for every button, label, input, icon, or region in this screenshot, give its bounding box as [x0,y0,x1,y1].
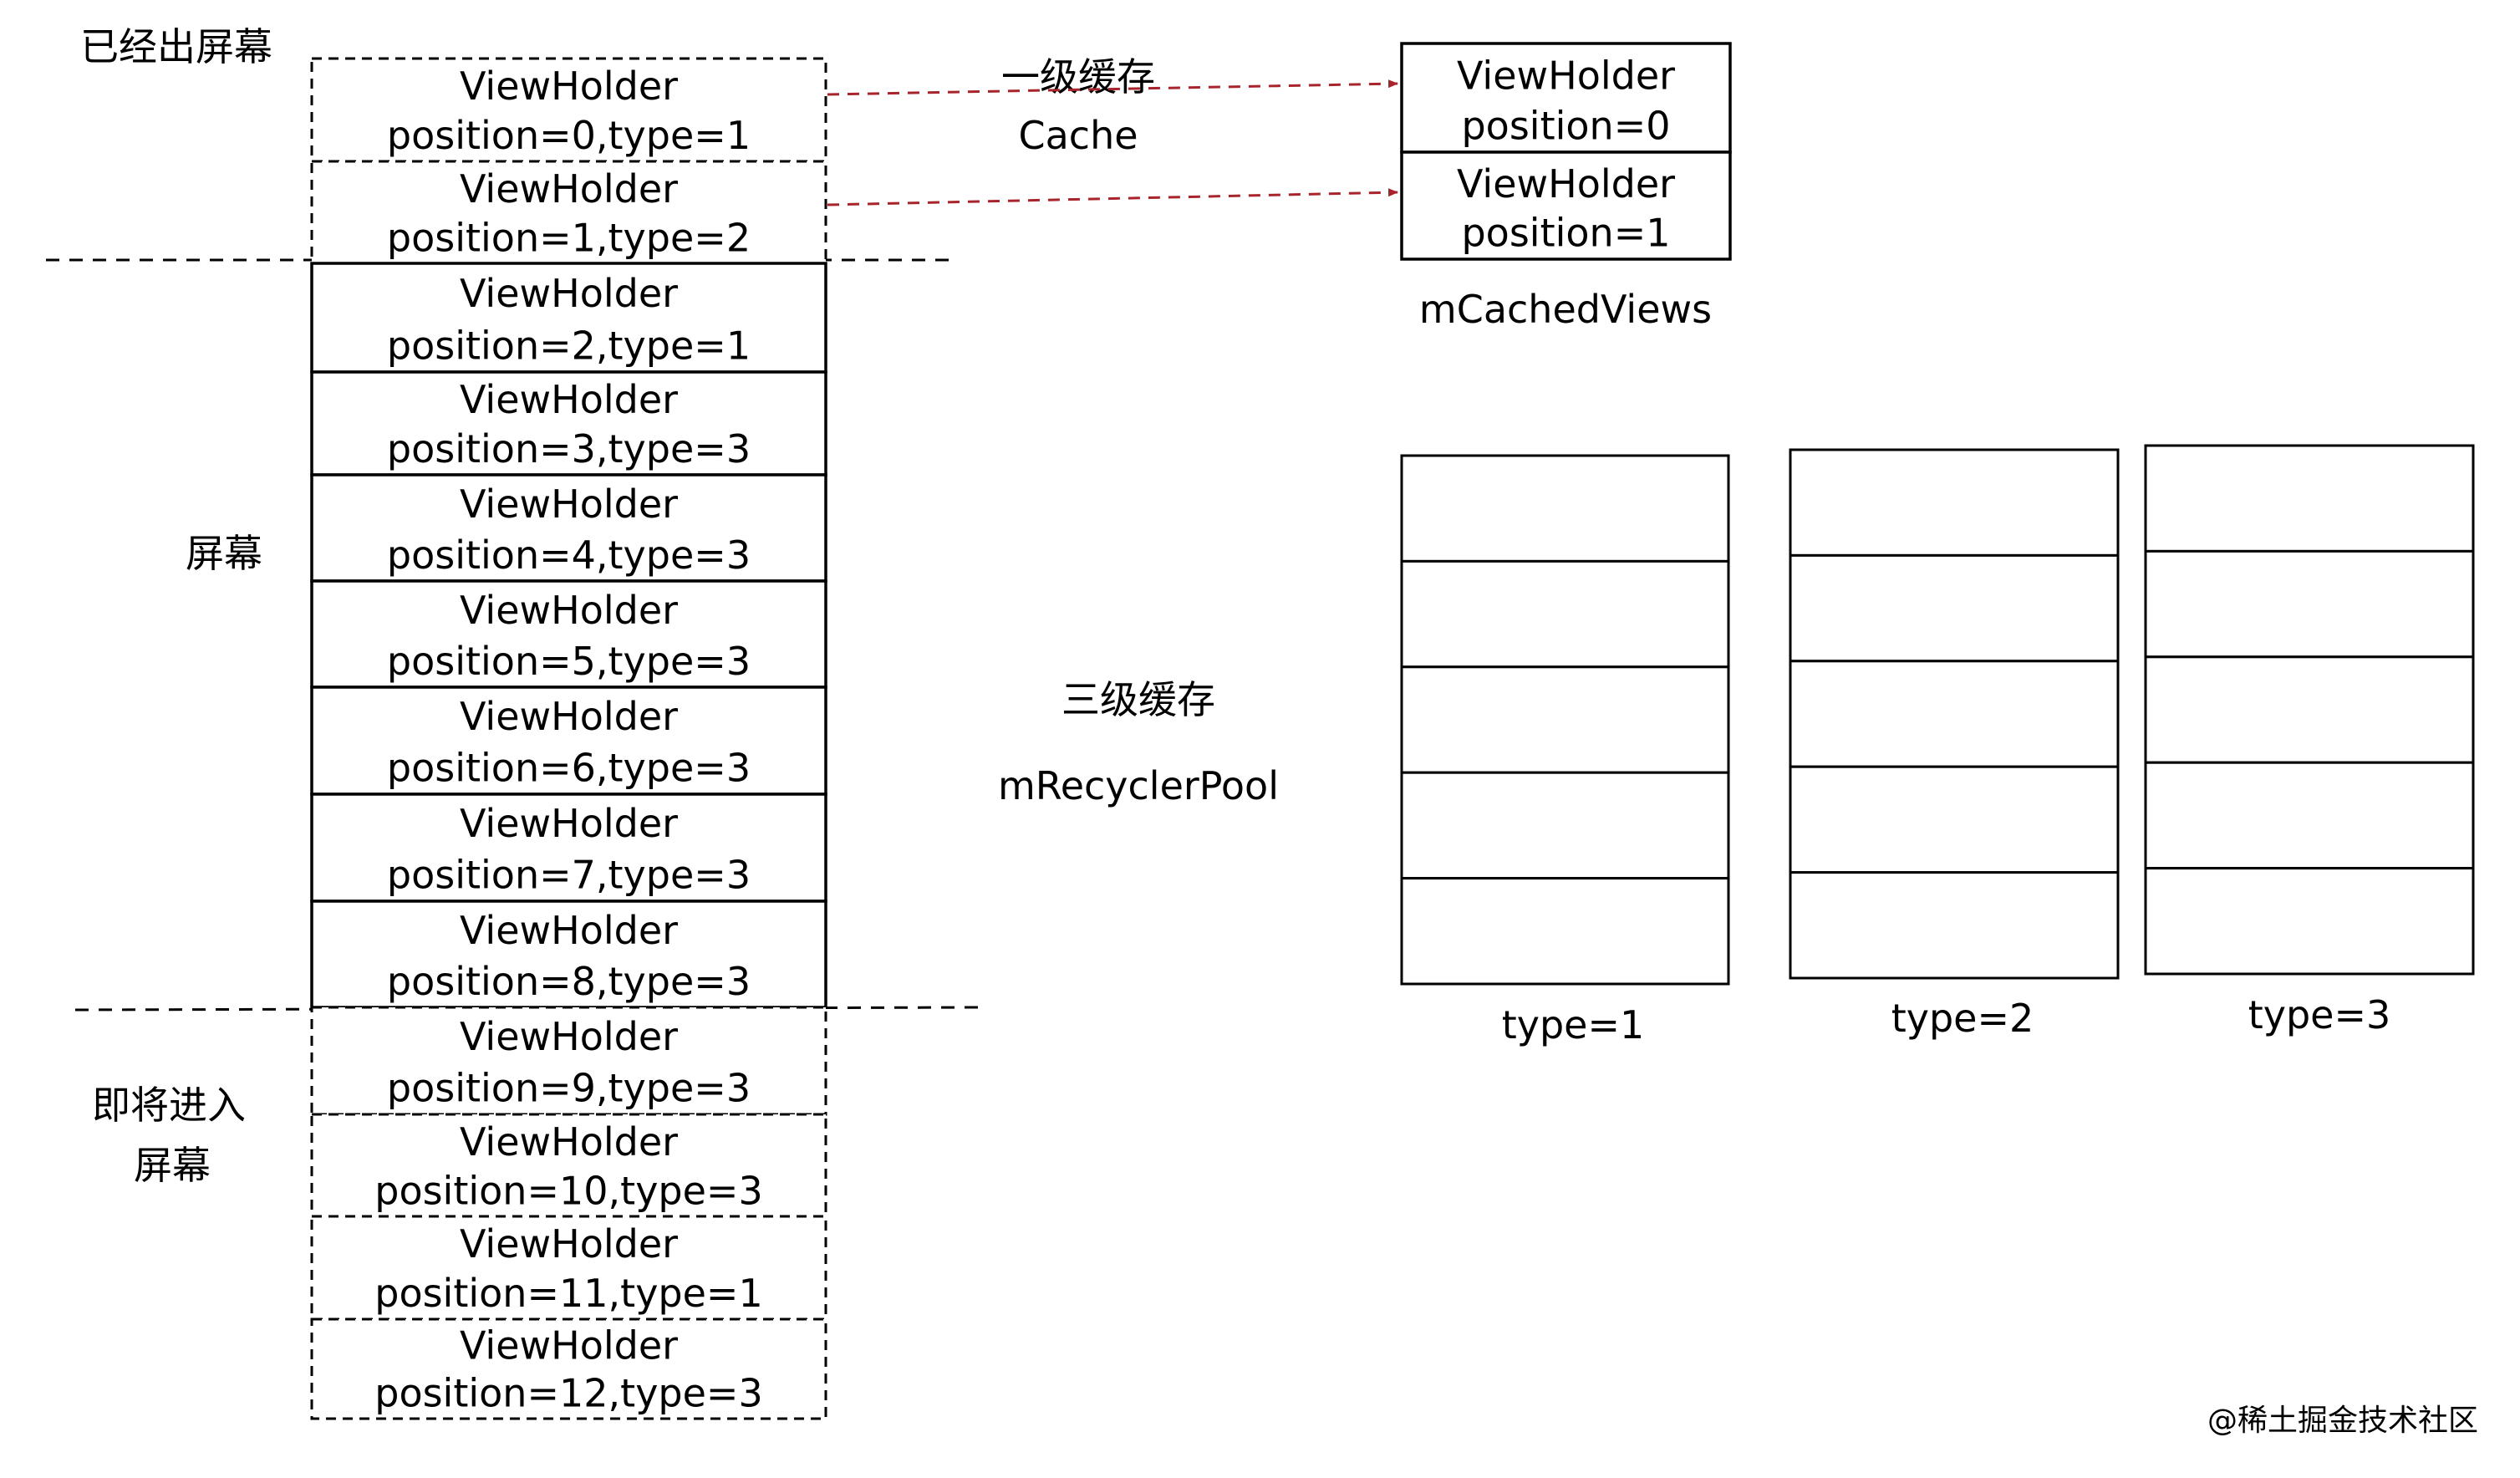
viewholder-box [310,1317,827,1420]
recycler-pool-column: type=3 [2144,444,2475,1037]
viewholder-box [310,579,827,689]
recycler-pool: type=1 type=2 type=3 [1400,444,2475,1047]
level3-cache-subtitle: mRecyclerPool [998,763,1279,808]
viewholder-detail: position=3,type=3 [387,426,751,471]
cached-view-title: ViewHolder [1457,54,1675,99]
entering-screen-label-line2: 屏幕 [134,1143,211,1188]
viewholder-title: ViewHolder [460,588,678,633]
viewholder-box [310,370,827,477]
cached-views-label: mCachedViews [1419,287,1712,332]
recycler-pool-slot [2144,444,2475,553]
watermark: @稀土掘金技术社区 [2207,1404,2478,1438]
viewholder-detail: position=2,type=1 [387,323,751,368]
viewholder-cell: ViewHolder position=6,type=3 [310,685,827,796]
recycler-pool-slot [2144,761,2475,870]
cached-view-cell: ViewHolder position=1 [1400,150,1732,261]
recycler-pool-slot [1789,553,2120,663]
recycler-pool-column: type=1 [1400,454,1730,1047]
viewholder-cell: ViewHolder position=9,type=3 [310,1006,827,1116]
viewholder-box [310,1113,827,1218]
screen-label: 屏幕 [186,531,262,576]
recycler-pool-slot [1789,660,2120,768]
cached-view-detail: position=0 [1461,103,1670,148]
viewholder-detail: position=8,type=3 [387,959,751,1004]
viewholder-title: ViewHolder [460,64,678,109]
viewholder-title: ViewHolder [460,1119,678,1165]
viewholder-cell: ViewHolder position=7,type=3 [310,793,827,903]
viewholder-box [310,900,827,1009]
cache-arrow-position-1 [827,188,1398,206]
viewholder-box [310,685,827,796]
recycler-pool-slot [2144,549,2475,659]
viewholder-detail: position=10,type=3 [374,1168,762,1213]
viewholder-detail: position=0,type=1 [387,113,751,158]
viewholder-title: ViewHolder [460,908,678,953]
viewholder-detail: position=12,type=3 [374,1371,762,1416]
cached-view-box [1400,42,1732,154]
recycler-pool-slot [1789,765,2120,874]
recycler-pool-slot [2144,867,2475,976]
viewholder-title: ViewHolder [460,1014,678,1059]
viewholder-cell: ViewHolder position=4,type=3 [310,473,827,583]
recycler-pool-type-label: type=2 [1891,996,2034,1041]
viewholder-box [310,793,827,903]
viewholder-detail: position=1,type=2 [387,215,751,260]
level1-cache-subtitle: Cache [1018,113,1138,158]
viewholder-title: ViewHolder [460,482,678,527]
viewholder-title: ViewHolder [460,1323,678,1368]
recycler-pool-slot [1789,448,2120,557]
level3-cache-title: 三级缓存 [1061,677,1215,722]
viewholder-cell: ViewHolder position=2,type=1 [310,262,827,374]
recycler-pool-slot [1400,877,1730,986]
recycler-pool-slot [2144,655,2475,764]
viewholder-title: ViewHolder [460,271,678,316]
recycler-pool-slot [1400,454,1730,563]
cache-arrow-position-0 [827,79,1398,96]
cached-view-box [1400,150,1732,261]
viewholder-detail: position=11,type=1 [374,1271,762,1316]
viewholder-box [310,1006,827,1116]
entering-screen-label-line1: 即将进入 [92,1083,246,1128]
viewholder-detail: position=7,type=3 [387,853,751,898]
viewholder-detail: position=6,type=3 [387,746,751,791]
viewholder-box [310,160,827,265]
viewholder-detail: position=4,type=3 [387,533,751,578]
viewholder-box [310,473,827,583]
viewholder-cell: ViewHolder position=8,type=3 [310,900,827,1009]
cached-view-detail: position=1 [1461,211,1670,256]
off-screen-label: 已经出屏幕 [80,24,272,69]
recycler-pool-slot [1400,559,1730,669]
recycler-pool-type-label: type=1 [1502,1002,1645,1047]
recycler-pool-slot [1400,665,1730,774]
viewholder-stack: ViewHolderposition=0,type=1ViewHolderpos… [310,57,827,1420]
level1-cache-title: 一级缓存 [1001,54,1155,99]
viewholder-cell: ViewHolder position=11,type=1 [310,1215,827,1321]
viewholder-detail: position=9,type=3 [387,1066,751,1111]
recycler-pool-type-label: type=3 [2248,992,2391,1037]
viewholder-detail: position=5,type=3 [387,639,751,684]
recycler-pool-column: type=2 [1789,448,2120,1041]
viewholder-title: ViewHolder [460,166,678,212]
cached-view-title: ViewHolder [1457,161,1675,206]
viewholder-cell: ViewHolder position=5,type=3 [310,579,827,689]
viewholder-title: ViewHolder [460,801,678,846]
viewholder-title: ViewHolder [460,377,678,422]
recycler-pool-slot [1400,771,1730,880]
viewholder-box [310,1215,827,1321]
recycler-pool-slot [1789,871,2120,980]
viewholder-title: ViewHolder [460,694,678,739]
viewholder-title: ViewHolder [460,1221,678,1266]
